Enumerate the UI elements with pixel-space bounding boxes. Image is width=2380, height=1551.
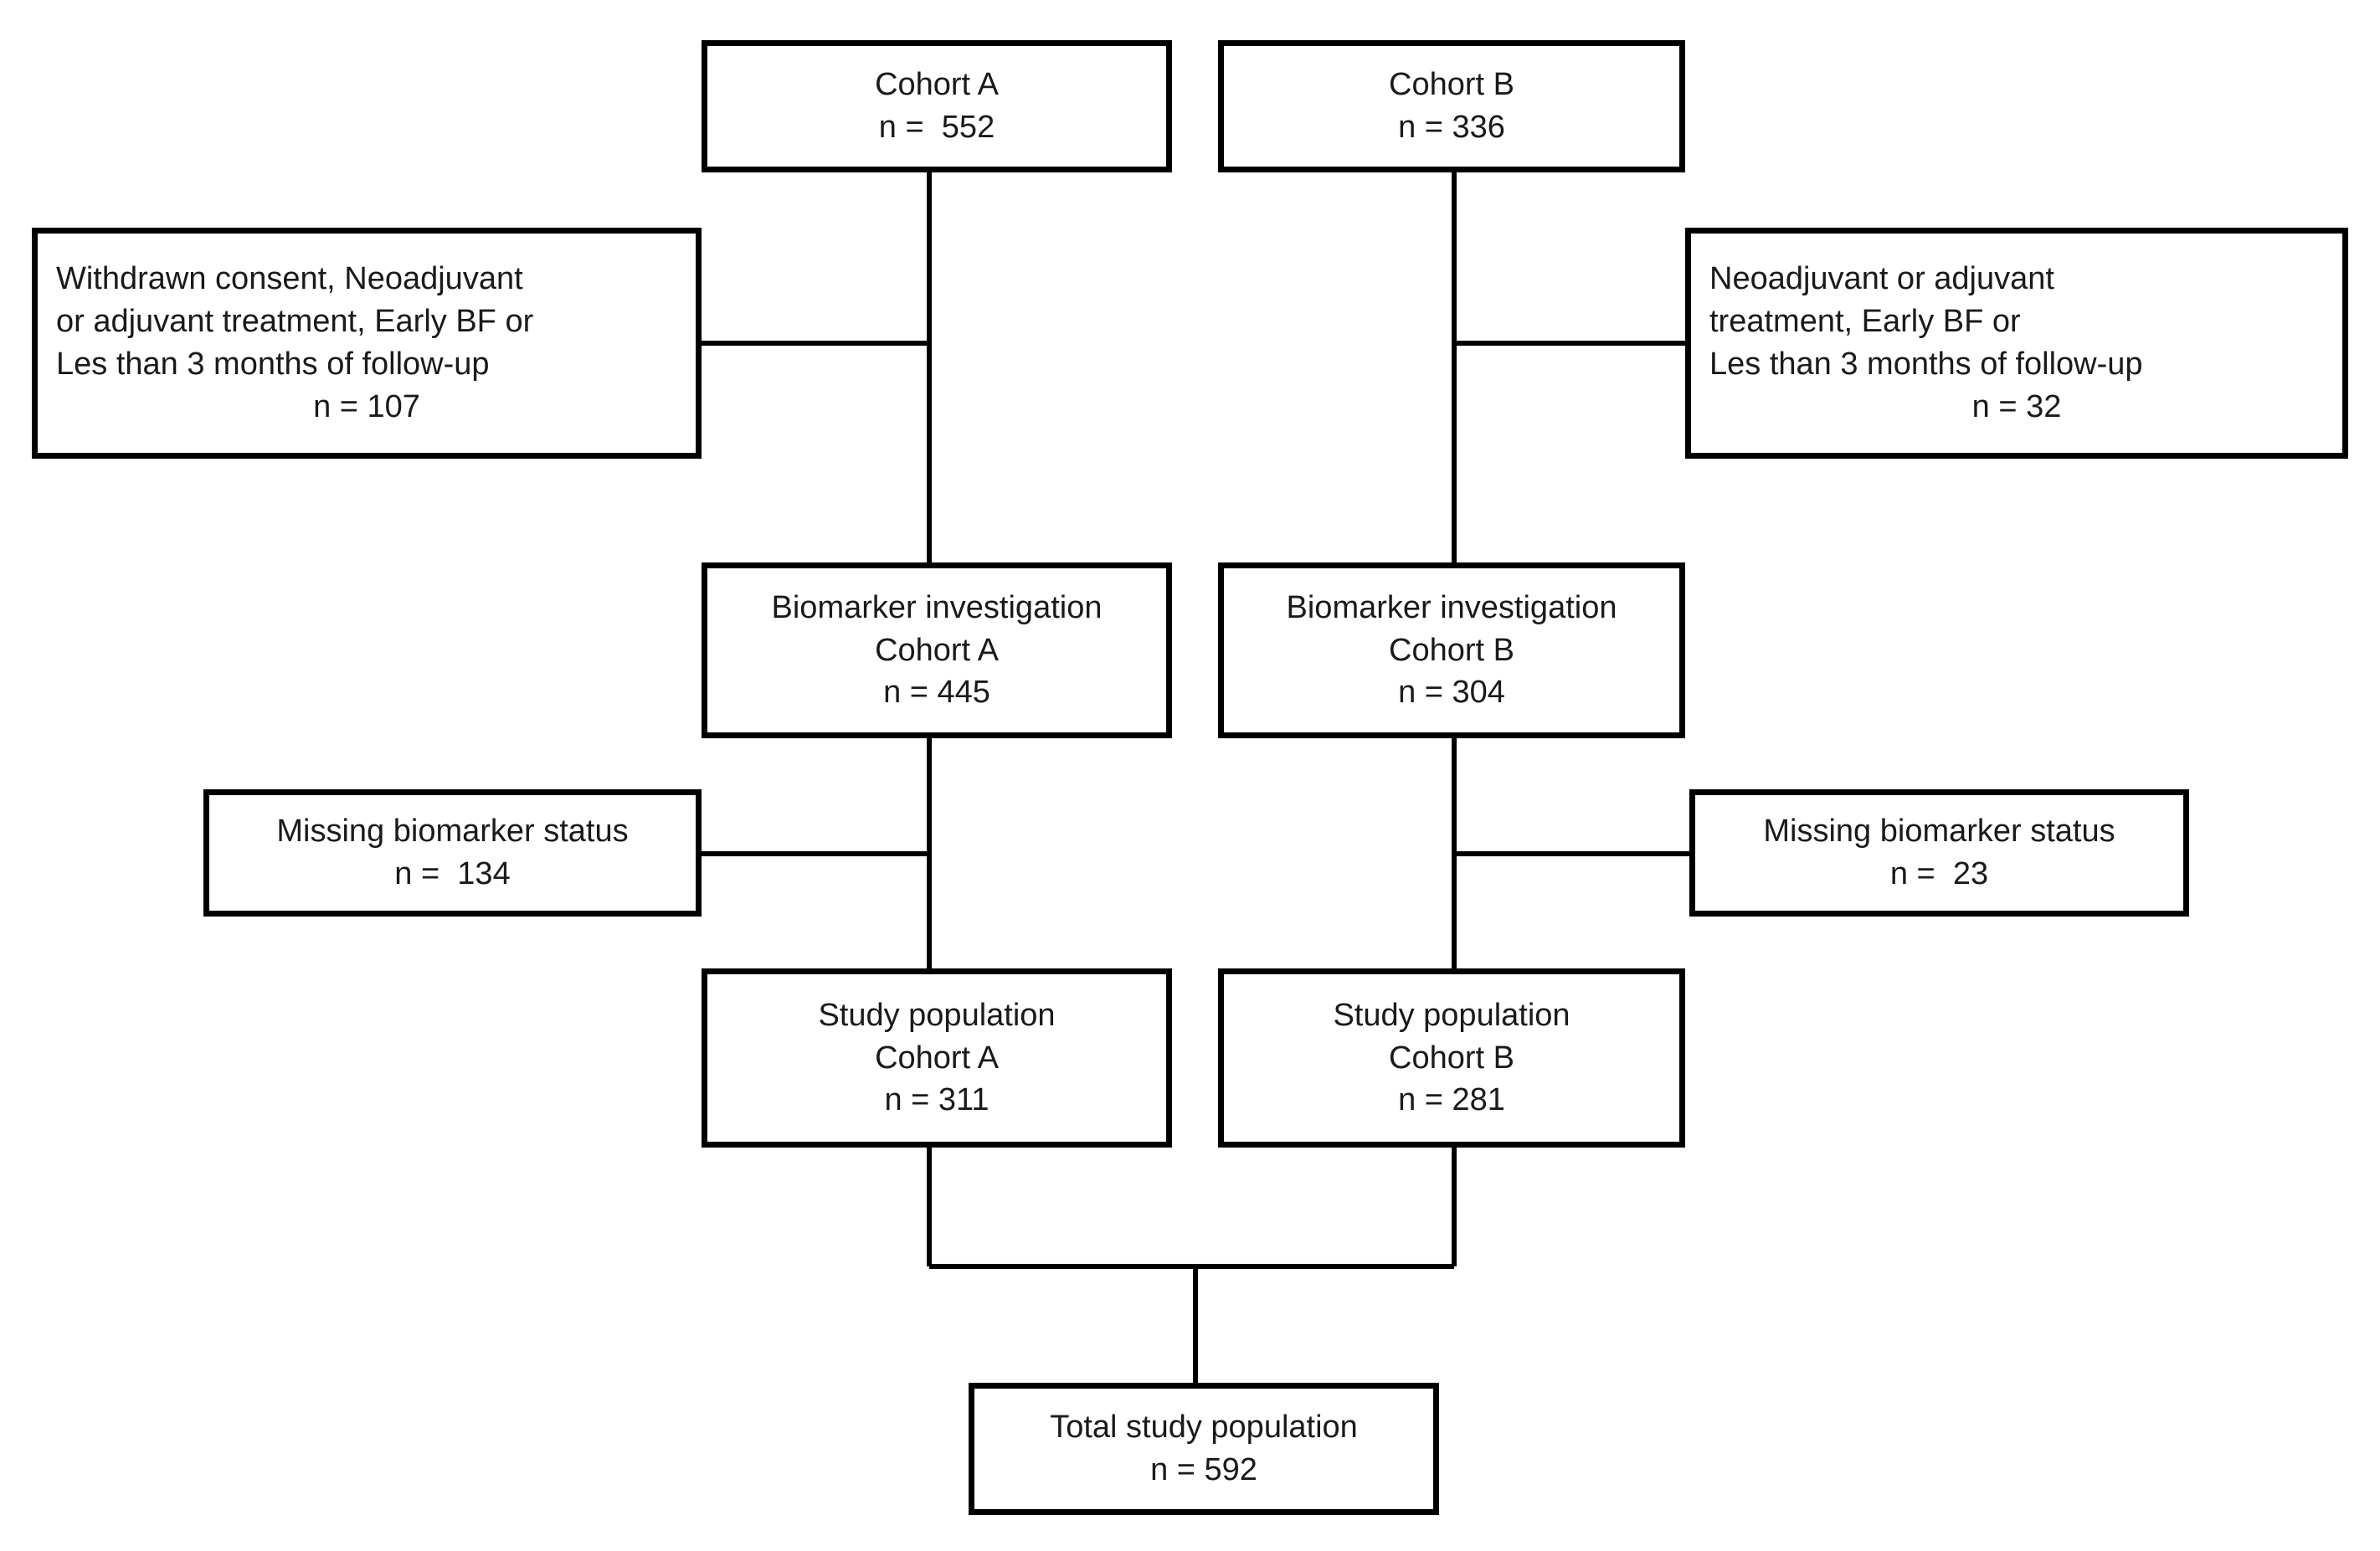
- node-population-a-line-1: Study population: [818, 997, 1056, 1033]
- node-study-population-cohort-b[interactable]: Study population Cohort B n = 281: [1218, 968, 1685, 1148]
- node-population-b-line-2: Cohort B: [1389, 1040, 1514, 1076]
- node-biomarker-investigation-cohort-b[interactable]: Biomarker investigation Cohort B n = 304: [1218, 562, 1685, 738]
- node-biomarker-investigation-cohort-a[interactable]: Biomarker investigation Cohort A n = 445: [702, 562, 1172, 738]
- node-cohort-a-line-1: Cohort A: [875, 67, 999, 103]
- node-exclusion-a-line-3: Les than 3 months of follow-up: [56, 347, 490, 382]
- node-cohort-a-line-2: n = 552: [878, 110, 995, 145]
- node-missing-a-count: n = 134: [394, 856, 511, 891]
- node-missing-a-line-1: Missing biomarker status: [276, 814, 629, 850]
- node-population-a-line-2: Cohort A: [875, 1040, 999, 1076]
- node-cohort-a[interactable]: Cohort A n = 552: [702, 40, 1172, 172]
- node-missing-b-line-1: Missing biomarker status: [1763, 814, 2115, 850]
- node-exclusion-a-count: n = 107: [313, 388, 420, 424]
- node-exclusion-b-line-1: Neoadjuvant or adjuvant: [1709, 261, 2054, 297]
- node-biomarker-a-line-2: Cohort A: [875, 632, 999, 668]
- node-total-line-1: Total study population: [1050, 1410, 1358, 1446]
- node-population-a-count: n = 311: [884, 1082, 990, 1118]
- node-biomarker-b-line-1: Biomarker investigation: [1286, 589, 1617, 625]
- node-cohort-b[interactable]: Cohort B n = 336: [1218, 40, 1685, 172]
- node-cohort-b-line-2: n = 336: [1398, 110, 1505, 145]
- node-total-study-population[interactable]: Total study population n = 592: [969, 1383, 1439, 1515]
- node-study-population-cohort-a[interactable]: Study population Cohort A n = 311: [702, 968, 1172, 1148]
- node-biomarker-a-line-1: Biomarker investigation: [771, 589, 1103, 625]
- node-biomarker-b-count: n = 304: [1398, 675, 1505, 711]
- node-population-b-count: n = 281: [1398, 1082, 1505, 1118]
- node-missing-biomarker-status-b[interactable]: Missing biomarker status n = 23: [1689, 789, 2189, 917]
- node-exclusion-b-count: n = 32: [1971, 388, 2062, 424]
- node-exclusion-cohort-b[interactable]: Neoadjuvant or adjuvant treatment, Early…: [1685, 228, 2348, 459]
- node-cohort-b-line-1: Cohort B: [1389, 67, 1514, 103]
- node-biomarker-b-line-2: Cohort B: [1389, 632, 1514, 668]
- node-exclusion-b-line-3: Les than 3 months of follow-up: [1709, 347, 2143, 382]
- node-exclusion-a-line-1: Withdrawn consent, Neoadjuvant: [56, 261, 523, 297]
- node-exclusion-a-line-2: or adjuvant treatment, Early BF or: [56, 304, 534, 340]
- node-exclusion-cohort-a[interactable]: Withdrawn consent, Neoadjuvant or adjuva…: [32, 228, 702, 459]
- node-population-b-line-1: Study population: [1333, 997, 1570, 1033]
- node-exclusion-b-line-2: treatment, Early BF or: [1709, 304, 2021, 340]
- node-missing-biomarker-status-a[interactable]: Missing biomarker status n = 134: [203, 789, 702, 917]
- node-biomarker-a-count: n = 445: [883, 675, 990, 711]
- node-total-count: n = 592: [1150, 1452, 1257, 1487]
- node-missing-b-count: n = 23: [1889, 856, 1989, 891]
